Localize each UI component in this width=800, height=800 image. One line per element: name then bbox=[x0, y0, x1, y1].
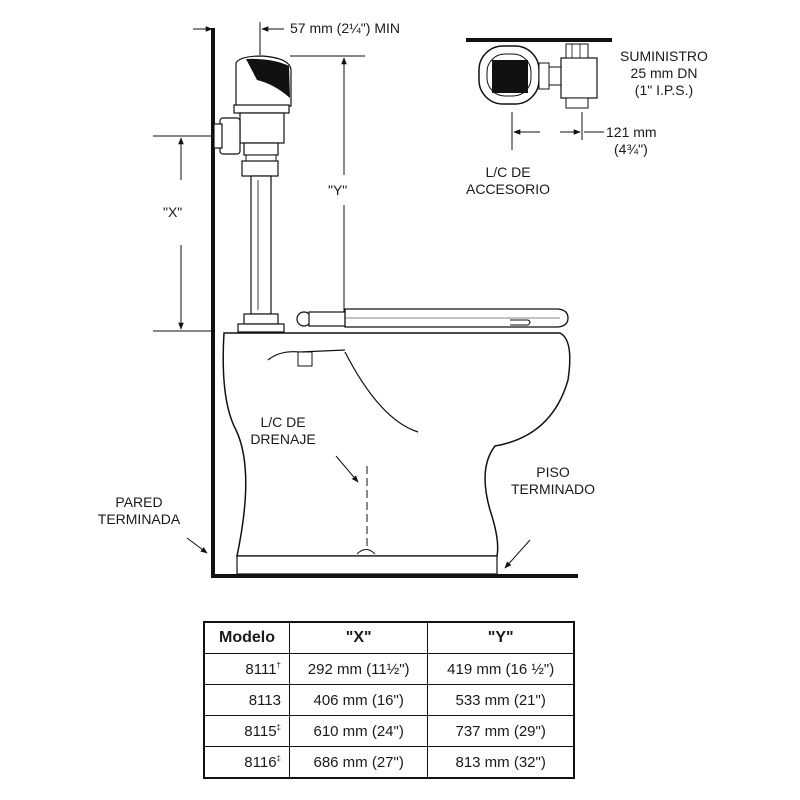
finished-floor-label: PISO TERMINADO bbox=[498, 464, 608, 498]
model-cell: 8111† bbox=[203, 653, 290, 685]
wall-line2: TERMINADA bbox=[97, 511, 181, 527]
drain-cl-line2: DRENAJE bbox=[250, 431, 316, 447]
y-cell: 533 mm (21") bbox=[427, 684, 575, 716]
drain-centerline-label: L/C DE DRENAJE bbox=[238, 414, 328, 448]
table-row: 8113 406 mm (16") 533 mm (21") bbox=[203, 684, 575, 716]
model-dimensions-table: Modelo "X" "Y" 8111† 292 mm (11½") 419 m… bbox=[203, 621, 575, 779]
offset-line1: 121 mm bbox=[606, 124, 657, 140]
model-cell: 8113 bbox=[203, 684, 290, 716]
x-cell: 292 mm (11½") bbox=[288, 653, 429, 685]
flush-valve bbox=[213, 55, 292, 333]
drain-cl-line1: L/C DE bbox=[260, 414, 306, 430]
toilet-seat bbox=[296, 308, 569, 328]
x-cell: 406 mm (16") bbox=[288, 684, 429, 716]
header-y: "Y" bbox=[427, 621, 575, 654]
plan-view-fitting bbox=[478, 43, 598, 109]
x-cell: 610 mm (24") bbox=[288, 715, 429, 747]
finished-wall-label: PARED TERMINADA bbox=[84, 494, 194, 528]
offset-line2: (4¾") bbox=[614, 141, 648, 157]
model-cell: 8116‡ bbox=[203, 746, 290, 779]
fixture-cl-line1: L/C DE bbox=[485, 164, 531, 180]
y-dimension-label: "Y" bbox=[328, 182, 348, 198]
supply-line3: (1" I.P.S.) bbox=[634, 82, 694, 98]
model-cell: 8115‡ bbox=[203, 715, 290, 747]
min-dimension-label: 57 mm (2¼") MIN bbox=[290, 20, 400, 36]
dimension-lines bbox=[153, 55, 365, 332]
floor-line2: TERMINADO bbox=[511, 481, 595, 497]
supply-line1: SUMINISTRO bbox=[620, 48, 708, 64]
toilet-rough-in-diagram bbox=[153, 22, 612, 578]
header-model: Modelo bbox=[203, 621, 290, 654]
table-header-row: Modelo "X" "Y" bbox=[203, 621, 575, 654]
wall-line1: PARED bbox=[115, 494, 163, 510]
table-row: 8116‡ 686 mm (27") 813 mm (32") bbox=[203, 746, 575, 779]
supply-line2: 25 mm DN bbox=[630, 65, 698, 81]
min-dimension-line bbox=[193, 22, 284, 55]
y-cell: 419 mm (16 ½") bbox=[427, 653, 575, 685]
toilet-bowl bbox=[222, 332, 571, 575]
x-cell: 686 mm (27") bbox=[288, 746, 429, 779]
table-row: 8111† 292 mm (11½") 419 mm (16 ½") bbox=[203, 653, 575, 685]
floor-line1: PISO bbox=[536, 464, 570, 480]
fixture-centerline-label: L/C DE ACCESORIO bbox=[452, 164, 564, 198]
table-row: 8115‡ 610 mm (24") 737 mm (29") bbox=[203, 715, 575, 747]
y-cell: 813 mm (32") bbox=[427, 746, 575, 779]
offset-label: 121 mm (4¾") bbox=[606, 124, 657, 158]
x-dimension-label: "X" bbox=[163, 204, 183, 220]
y-cell: 737 mm (29") bbox=[427, 715, 575, 747]
plan-dimension-line bbox=[511, 112, 604, 150]
leader-arrows bbox=[186, 455, 531, 569]
header-x: "X" bbox=[288, 621, 429, 654]
supply-label: SUMINISTRO 25 mm DN (1" I.P.S.) bbox=[608, 48, 720, 99]
fixture-cl-line2: ACCESORIO bbox=[465, 181, 550, 197]
